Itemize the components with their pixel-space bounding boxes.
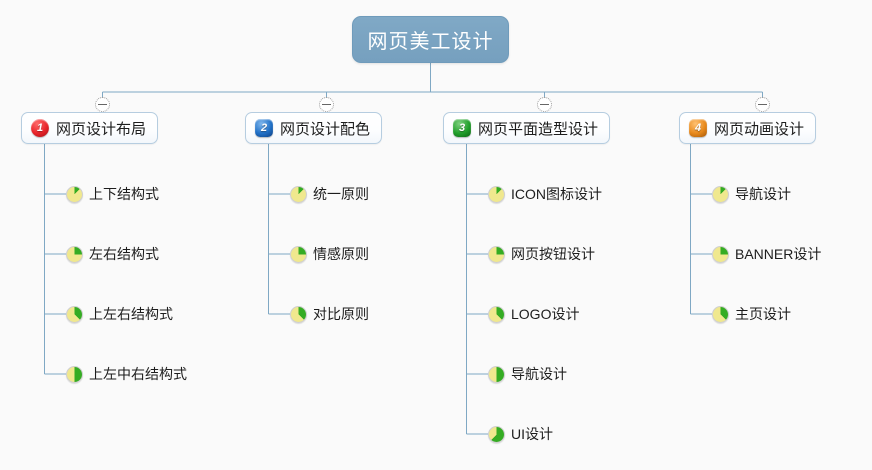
leaf-node-3-4[interactable]: 导航设计 bbox=[488, 364, 567, 384]
leaf-node-2-3[interactable]: 对比原则 bbox=[290, 304, 369, 324]
collapse-toggle-branch-3[interactable] bbox=[537, 97, 552, 112]
progress-pie-icon bbox=[712, 245, 729, 263]
leaf-node-label: 左右结构式 bbox=[89, 246, 159, 262]
branch-node-3[interactable]: 3 网页平面造型设计 bbox=[443, 112, 611, 144]
leaf-node-label: 上左中右结构式 bbox=[89, 366, 187, 382]
collapse-toggle-branch-4[interactable] bbox=[755, 97, 770, 112]
leaf-node-label: 导航设计 bbox=[511, 366, 567, 382]
progress-pie-icon bbox=[66, 305, 83, 323]
progress-pie-icon bbox=[488, 365, 505, 383]
branch-node-2[interactable]: 2 网页设计配色 bbox=[245, 112, 383, 144]
branch-node-2-label: 网页设计配色 bbox=[280, 120, 371, 138]
leaf-node-4-2[interactable]: BANNER设计 bbox=[712, 244, 821, 264]
root-node[interactable]: 网页美工设计 bbox=[352, 16, 509, 63]
progress-pie-icon bbox=[488, 425, 505, 443]
progress-pie-icon bbox=[290, 305, 307, 323]
leaf-node-label: UI设计 bbox=[511, 426, 553, 442]
branch-node-4[interactable]: 4 网页动画设计 bbox=[679, 112, 817, 144]
leaf-node-label: 统一原则 bbox=[313, 186, 369, 202]
progress-pie-icon bbox=[66, 245, 83, 263]
branch-badge-3-icon: 3 bbox=[453, 119, 471, 137]
leaf-node-1-3[interactable]: 上左右结构式 bbox=[66, 304, 173, 324]
leaf-node-4-3[interactable]: 主页设计 bbox=[712, 304, 791, 324]
progress-pie-icon bbox=[66, 365, 83, 383]
root-node-label: 网页美工设计 bbox=[367, 31, 494, 53]
progress-pie-icon bbox=[488, 245, 505, 263]
leaf-node-3-3[interactable]: LOGO设计 bbox=[488, 304, 579, 324]
branch-badge-4-icon: 4 bbox=[689, 119, 707, 137]
collapse-toggle-branch-2[interactable] bbox=[319, 97, 334, 112]
progress-pie-icon bbox=[290, 185, 307, 203]
leaf-node-label: 上下结构式 bbox=[89, 186, 159, 202]
progress-pie-icon bbox=[488, 305, 505, 323]
branch-node-1-label: 网页设计布局 bbox=[56, 120, 147, 138]
leaf-node-label: LOGO设计 bbox=[511, 306, 580, 322]
leaf-node-label: 主页设计 bbox=[735, 306, 791, 322]
leaf-node-label: 情感原则 bbox=[313, 246, 369, 262]
branch-node-3-label: 网页平面造型设计 bbox=[478, 120, 599, 138]
branch-badge-1-icon: 1 bbox=[31, 119, 49, 137]
leaf-node-label: BANNER设计 bbox=[735, 246, 822, 262]
leaf-node-2-1[interactable]: 统一原则 bbox=[290, 184, 369, 204]
leaf-node-1-1[interactable]: 上下结构式 bbox=[66, 184, 159, 204]
progress-pie-icon bbox=[712, 185, 729, 203]
leaf-node-1-2[interactable]: 左右结构式 bbox=[66, 244, 159, 264]
branch-node-4-label: 网页动画设计 bbox=[714, 120, 805, 138]
leaf-node-label: 上左右结构式 bbox=[89, 306, 173, 322]
progress-pie-icon bbox=[712, 305, 729, 323]
leaf-node-label: 对比原则 bbox=[313, 306, 369, 322]
branch-node-1[interactable]: 1 网页设计布局 bbox=[21, 112, 159, 144]
leaf-node-4-1[interactable]: 导航设计 bbox=[712, 184, 791, 204]
leaf-node-label: 导航设计 bbox=[735, 186, 791, 202]
progress-pie-icon bbox=[488, 185, 505, 203]
leaf-node-2-2[interactable]: 情感原则 bbox=[290, 244, 369, 264]
progress-pie-icon bbox=[66, 185, 83, 203]
leaf-node-1-4[interactable]: 上左中右结构式 bbox=[66, 364, 187, 384]
leaf-node-3-5[interactable]: UI设计 bbox=[488, 424, 553, 444]
progress-pie-icon bbox=[290, 245, 307, 263]
leaf-node-3-1[interactable]: ICON图标设计 bbox=[488, 184, 602, 204]
leaf-node-label: ICON图标设计 bbox=[511, 186, 602, 202]
leaf-node-3-2[interactable]: 网页按钮设计 bbox=[488, 244, 595, 264]
branch-badge-2-icon: 2 bbox=[255, 119, 273, 137]
collapse-toggle-branch-1[interactable] bbox=[95, 97, 110, 112]
leaf-node-label: 网页按钮设计 bbox=[511, 246, 595, 262]
